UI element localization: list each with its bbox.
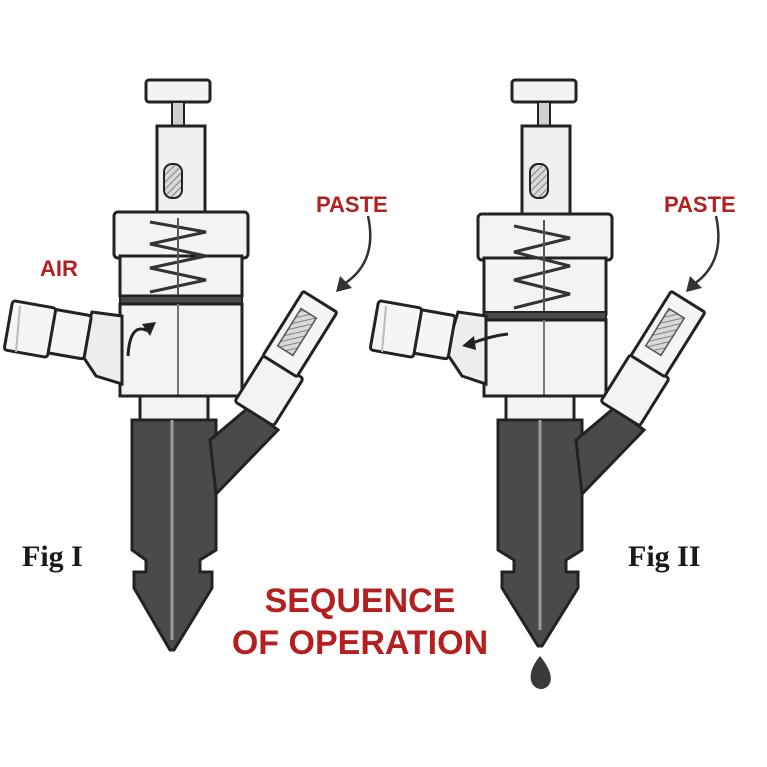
- paste-droplet: [530, 656, 551, 689]
- neck: [504, 394, 576, 422]
- paste-inlet: [574, 290, 706, 498]
- paste-label-fig-1: PASTE: [316, 192, 388, 217]
- valve-fig-1: [2, 78, 372, 652]
- paste-arrow: [343, 215, 372, 286]
- adjust-slot: [529, 163, 549, 199]
- air-fitting: [2, 299, 156, 387]
- fig-1-label: Fig I: [22, 540, 83, 573]
- air-fitting: [368, 299, 509, 387]
- air-label: AIR: [40, 256, 78, 281]
- paste-arrow: [693, 215, 720, 286]
- spring: [149, 220, 207, 294]
- paste-inlet: [208, 290, 338, 498]
- neck: [138, 394, 210, 422]
- main-body: [118, 302, 244, 398]
- knob-stem: [537, 101, 551, 129]
- diagram-title: SEQUENCE OF OPERATION: [200, 580, 520, 664]
- title-line-2: OF OPERATION: [231, 624, 489, 662]
- adjust-knob: [510, 78, 578, 104]
- title-line-1: SEQUENCE: [264, 582, 456, 620]
- paste-label-fig-2: PASTE: [664, 192, 736, 217]
- spring: [513, 224, 571, 310]
- fig-2-label: Fig II: [628, 540, 701, 573]
- adjust-knob: [144, 78, 212, 104]
- adjust-slot: [163, 163, 183, 199]
- valve-fig-2: [368, 78, 720, 689]
- knob-stem: [171, 101, 185, 129]
- fluid-body: [130, 418, 218, 652]
